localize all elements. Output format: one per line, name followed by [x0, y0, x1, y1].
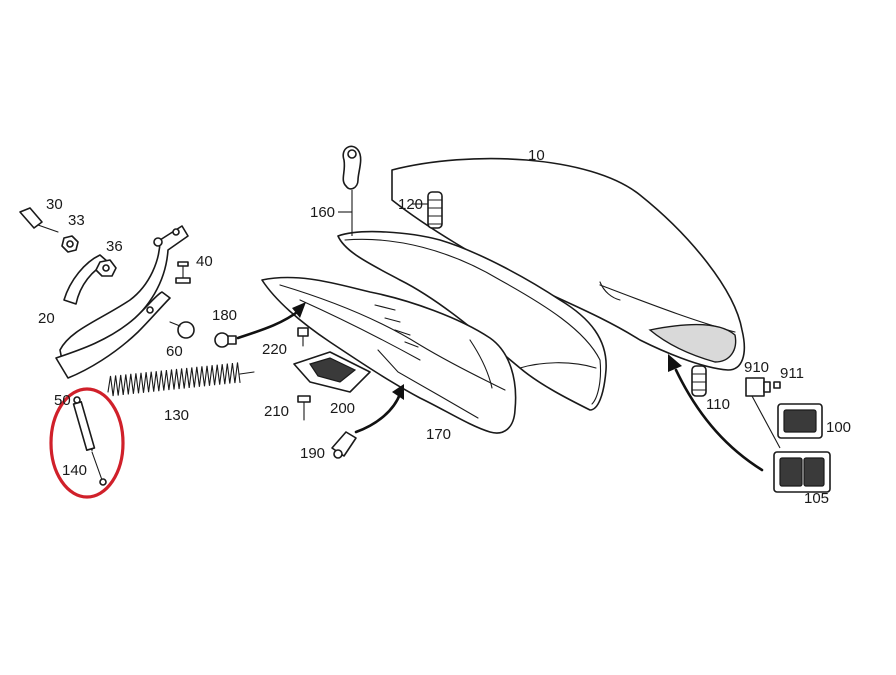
part-910-connector[interactable] [745, 377, 771, 397]
part-40-screw[interactable] [175, 261, 191, 284]
callout-120: 120 [398, 196, 423, 213]
callout-140: 140 [62, 462, 87, 479]
callout-160: 160 [310, 204, 335, 221]
callout-40: 40 [196, 253, 213, 270]
callout-10: 10 [528, 147, 545, 164]
part-100-switch[interactable] [777, 403, 823, 439]
callout-130: 130 [164, 407, 189, 424]
part-50-hinge-arm[interactable] [55, 291, 171, 379]
part-140-gas-strut[interactable] [72, 396, 107, 486]
callout-100: 100 [826, 419, 851, 436]
callout-210: 210 [264, 403, 289, 420]
part-170-inner-panel[interactable] [261, 230, 607, 434]
part-210-screw[interactable] [297, 395, 311, 421]
highlight-circle-part-140 [49, 387, 125, 499]
part-36-nut[interactable] [95, 259, 117, 277]
callout-33: 33 [68, 212, 85, 229]
assembly-arrow-1 [236, 302, 306, 340]
callout-180: 180 [212, 307, 237, 324]
part-60-clip[interactable] [169, 321, 195, 339]
part-200-lock[interactable] [293, 351, 371, 393]
assembly-arrow-3 [668, 354, 764, 472]
part-911-pin[interactable] [773, 381, 781, 389]
part-160-release-tag[interactable] [342, 145, 362, 236]
callout-170: 170 [426, 426, 451, 443]
part-130-spring[interactable] [107, 362, 255, 397]
callout-911: 911 [780, 365, 804, 382]
part-120-rubber-buffer[interactable] [427, 191, 443, 229]
assembly-arrow-2 [354, 384, 404, 434]
part-220-clip[interactable] [297, 327, 309, 347]
leader-lines [338, 203, 781, 449]
callout-36: 36 [106, 238, 123, 255]
part-110-rubber-buffer[interactable] [691, 365, 707, 397]
callout-60: 60 [166, 343, 183, 360]
callout-190: 190 [300, 445, 325, 462]
part-30-bolt[interactable] [19, 207, 59, 233]
part-190-push-clip[interactable] [331, 431, 357, 459]
callout-50: 50 [54, 392, 71, 409]
part-105-switch[interactable] [773, 451, 831, 493]
callout-110: 110 [706, 396, 730, 413]
callout-20: 20 [38, 310, 55, 327]
part-33-nut[interactable] [61, 235, 79, 253]
callout-910: 910 [744, 359, 769, 376]
callout-105: 105 [804, 490, 829, 507]
callout-30: 30 [46, 196, 63, 213]
callout-220: 220 [262, 341, 287, 358]
callout-200: 200 [330, 400, 355, 417]
part-180-plug[interactable] [214, 332, 237, 348]
